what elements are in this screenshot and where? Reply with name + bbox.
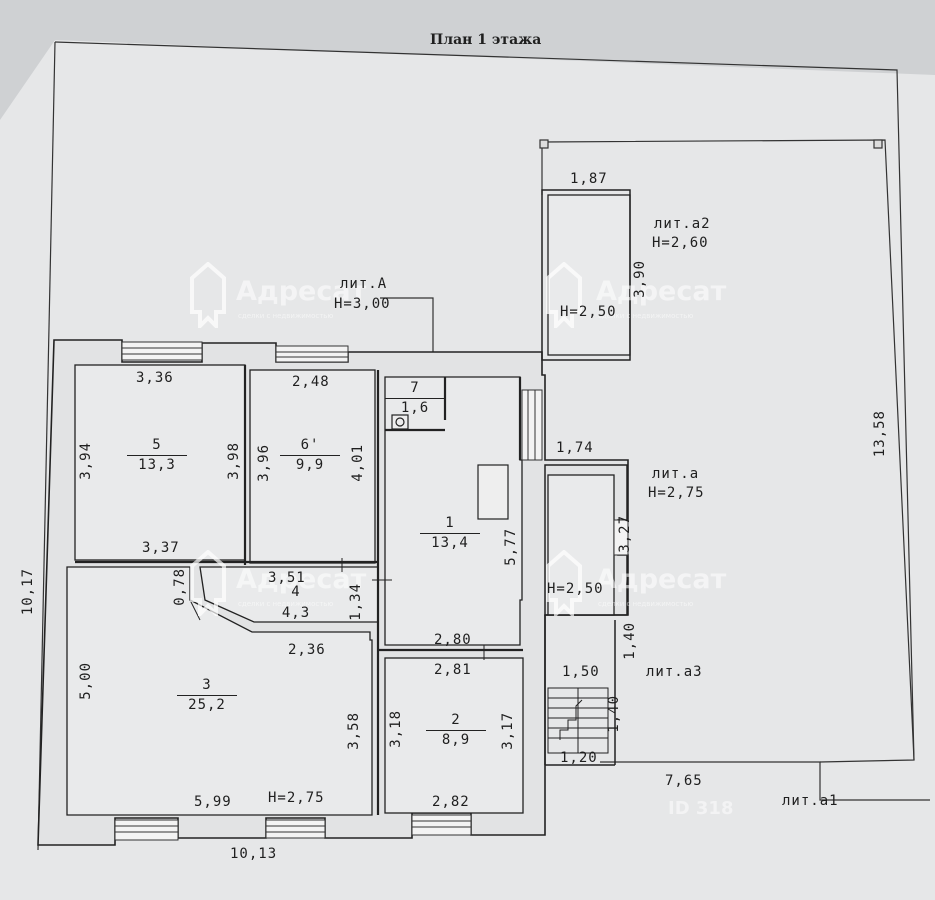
watermark-subtitle: сделки с недвижимостью	[238, 600, 334, 608]
dim-label: 2,48	[292, 374, 330, 390]
liter-a1-label: лит.а1	[782, 793, 839, 809]
watermark-name: Адресат	[596, 564, 727, 595]
room-5-number: 5	[152, 437, 162, 453]
dim-label: 7,65	[665, 773, 703, 789]
height-liter-a2: H=2,60	[652, 235, 709, 251]
watermark-logo-icon	[190, 262, 226, 328]
fixtures	[391, 414, 509, 520]
watermark-name: Адресат	[596, 276, 727, 307]
dim-label: 2,80	[434, 632, 472, 648]
dim-label: 1,40	[622, 622, 638, 660]
dim-label: 3,58	[346, 712, 362, 750]
room-4-area: 4,3	[281, 605, 311, 621]
dim-label: 3,27	[617, 515, 633, 553]
watermark-name: Адресат	[236, 564, 367, 595]
height-main: H=2,75	[268, 790, 325, 806]
dim-label: 1,50	[562, 664, 600, 680]
dim-label: 3,17	[500, 712, 516, 750]
watermark-subtitle: сделки с недвижимостью	[598, 600, 694, 608]
door-marks	[189, 558, 485, 660]
liter-a3-label: лит.а3	[646, 664, 703, 680]
dim-label: 2,81	[434, 662, 472, 678]
watermark-subtitle: сделки с недвижимостью	[598, 312, 694, 320]
plan-title: План 1 этажа	[430, 32, 542, 48]
room-2-area: 8,9	[426, 730, 486, 748]
dim-label: 13,58	[872, 410, 888, 458]
room-3-area: 25,2	[177, 695, 237, 713]
dim-label: 0,78	[172, 568, 188, 606]
watermark-logo-icon	[190, 550, 226, 616]
windows	[114, 341, 629, 841]
room-7-number: 7	[410, 380, 420, 396]
stairs	[547, 687, 609, 754]
room-6-number: 6'	[300, 437, 320, 453]
room-5-area: 13,3	[127, 455, 187, 473]
dim-label: 3,90	[632, 260, 648, 298]
dim-label: 5,99	[194, 794, 232, 810]
watermark-logo-icon	[546, 262, 582, 328]
dim-label: 5,00	[78, 662, 94, 700]
watermark-name: Адресат	[236, 276, 367, 307]
height-liter-a2-inner: H=2,50	[560, 304, 617, 320]
dim-label: 1,40	[606, 695, 622, 733]
dim-label: 3,96	[256, 444, 272, 482]
dim-label: 3,98	[226, 442, 242, 480]
dim-label: 3,36	[136, 370, 174, 386]
dim-label: 3,51	[268, 570, 306, 586]
height-liter-a-inner: H=2,50	[547, 581, 604, 597]
room-6-area: 9,9	[280, 455, 340, 473]
height-liter-a-main: H=3,00	[334, 296, 391, 312]
dim-label: 1,20	[560, 750, 598, 766]
dim-label: 4,01	[350, 444, 366, 482]
watermark-subtitle: сделки с недвижимостью	[238, 312, 334, 320]
liter-a-label: лит.а	[652, 466, 700, 482]
room-7-area: 1,6	[385, 398, 445, 416]
dim-label: 2,82	[432, 794, 470, 810]
dim-label: 1,87	[570, 171, 608, 187]
room-2-number: 2	[451, 712, 461, 728]
dim-label: 1,34	[348, 583, 364, 621]
room-floors	[66, 194, 631, 816]
dim-label: 3,37	[142, 540, 180, 556]
dim-label: 2,36	[288, 642, 326, 658]
site-boundary	[37, 41, 930, 851]
dim-label: 3,18	[388, 710, 404, 748]
watermark-stamp: ID 318	[668, 798, 734, 819]
room-3-number: 3	[202, 677, 212, 693]
dim-label: 5,77	[503, 528, 519, 566]
dim-label: 10,13	[230, 846, 278, 862]
room-4-number: 4	[291, 584, 301, 600]
room-1-area: 13,4	[420, 533, 480, 551]
interior-walls	[75, 365, 523, 815]
liter-a-main-label: лит.А	[340, 276, 388, 292]
dim-label: 10,17	[20, 568, 36, 616]
watermark-logo-icon	[546, 550, 582, 616]
height-liter-a: H=2,75	[648, 485, 705, 501]
dim-label: 1,74	[556, 440, 594, 456]
room-1-number: 1	[445, 515, 455, 531]
dim-label: 3,94	[78, 442, 94, 480]
liter-a2-label: лит.а2	[654, 216, 711, 232]
